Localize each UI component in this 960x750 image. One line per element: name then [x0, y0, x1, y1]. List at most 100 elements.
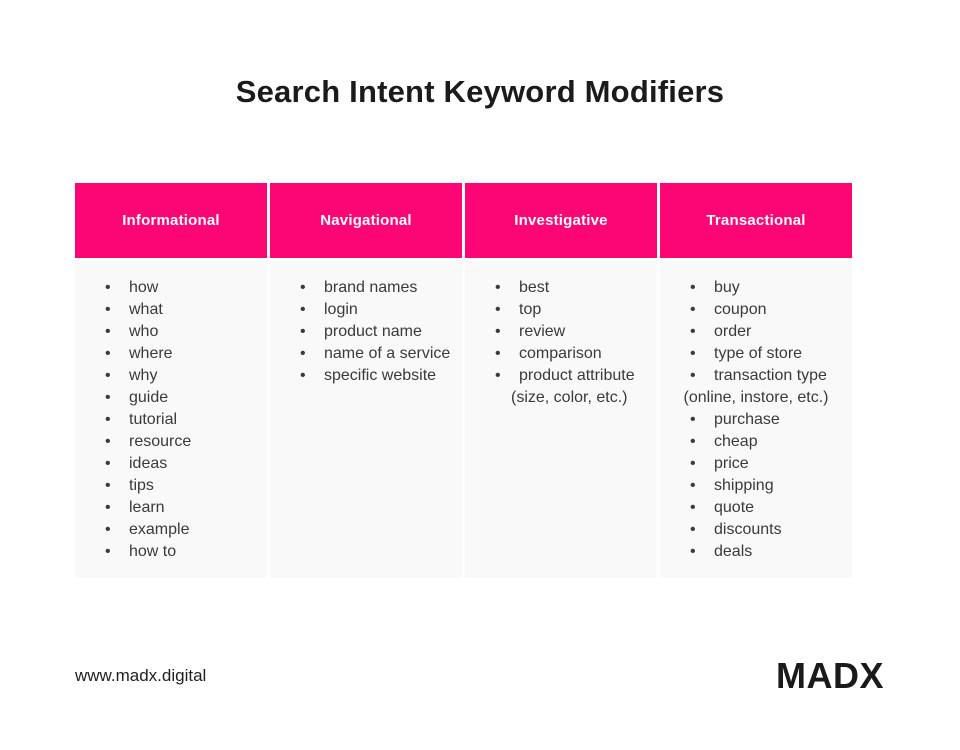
bullet-icon: •: [690, 411, 696, 428]
column-header-investigative: Investigative: [465, 183, 657, 258]
list-item-label: best: [519, 279, 550, 296]
bullet-icon: •: [105, 411, 111, 428]
list-item-label: order: [714, 323, 752, 340]
list-item-label: tips: [129, 477, 154, 494]
list-item: •order: [690, 321, 846, 343]
bullet-icon: •: [300, 301, 306, 318]
list-item: • review: [495, 321, 651, 343]
list-item: •why: [105, 365, 261, 387]
keyword-table: Informational •how•what•who•where•why•gu…: [75, 183, 852, 578]
bullet-icon: •: [105, 521, 111, 538]
list-item-label: comparison: [519, 345, 602, 362]
bullet-icon: •: [105, 301, 111, 318]
list-item: • top: [495, 299, 651, 321]
bullet-icon: •: [690, 455, 696, 472]
list-item: •discounts: [690, 519, 846, 541]
list-item: •who: [105, 321, 261, 343]
bullet-icon: •: [495, 367, 501, 384]
list-item: •tips: [105, 475, 261, 497]
list-item-label: purchase: [714, 411, 780, 428]
column-transactional: Transactional •buy•coupon•order•type of …: [660, 183, 852, 578]
list-item: • product attribute (size, color, etc.): [495, 365, 651, 409]
bullet-icon: •: [105, 455, 111, 472]
column-body-navigational: •brand names•login•product name•name of …: [270, 260, 462, 578]
keyword-list-informational: •how•what•who•where•why•guide•tutorial•r…: [75, 260, 267, 563]
list-item-label: top: [519, 301, 542, 318]
list-item: • login: [300, 299, 456, 321]
list-item-label: ideas: [129, 455, 168, 472]
bullet-icon: •: [690, 499, 696, 516]
bullet-icon: •: [105, 345, 111, 362]
list-item: • how: [105, 277, 261, 299]
bullet-icon: •: [690, 367, 696, 384]
bullet-icon: •: [690, 433, 696, 450]
column-header-transactional: Transactional: [660, 183, 852, 258]
bullet-icon: •: [105, 279, 111, 296]
keyword-list-navigational: •brand names•login•product name•name of …: [270, 260, 462, 387]
bullet-icon: •: [300, 367, 306, 384]
list-item-label: why: [129, 367, 158, 384]
bullet-icon: •: [690, 477, 696, 494]
madx-logo: MADX: [776, 655, 884, 696]
bullet-icon: •: [690, 543, 696, 560]
list-item: • where: [105, 343, 261, 365]
keyword-list-investigative: •best • top • review • comparison • product attr…: [465, 260, 657, 409]
list-item: • deals: [690, 541, 846, 563]
bullet-icon: •: [300, 279, 306, 296]
list-item: • brand names: [300, 277, 456, 299]
list-item: •transaction type(online, instore, etc.): [684, 365, 846, 409]
list-item-note: (online, instore, etc.): [683, 389, 829, 406]
list-item-label: guide: [129, 389, 169, 406]
column-investigative: Investigative •best•top•review•compariso…: [465, 183, 657, 578]
list-item-label: deals: [714, 543, 753, 560]
page-title: Search Intent Keyword Modifiers: [235, 74, 725, 109]
list-item: •product name: [300, 321, 456, 343]
list-item-note: (size, color, etc.): [511, 389, 628, 406]
list-item: • purchase: [690, 409, 846, 431]
list-item-label: review: [519, 323, 566, 340]
bullet-icon: •: [690, 345, 696, 362]
list-item: • resource: [105, 431, 261, 453]
list-item-label: tutorial: [129, 411, 178, 428]
list-item-label: login: [324, 301, 358, 318]
list-item: •coupon: [690, 299, 846, 321]
bullet-icon: •: [105, 433, 111, 450]
list-item: • comparison: [495, 343, 651, 365]
list-item: • what: [105, 299, 261, 321]
list-item-label: buy: [714, 279, 740, 296]
column-navigational: Navigational •brand names•login•product …: [270, 183, 462, 578]
list-item: •cheap: [690, 431, 846, 453]
list-item-label: brand names: [324, 279, 418, 296]
list-item-label: price: [714, 455, 749, 472]
bullet-icon: •: [495, 323, 501, 340]
list-item-label: product attribute: [519, 367, 635, 384]
bullet-icon: •: [300, 345, 306, 362]
list-item: •best: [495, 277, 651, 299]
list-item: • ideas: [105, 453, 261, 475]
list-item: •buy: [690, 277, 846, 299]
column-body-informational: •how•what•who•where•why•guide•tutorial•r…: [75, 260, 267, 578]
list-item: • example: [105, 519, 261, 541]
list-item-label: what: [129, 301, 163, 318]
list-item: • tutorial: [105, 409, 261, 431]
list-item-label: name of a service: [324, 345, 451, 362]
footer: www.madx.digital MADX: [75, 655, 884, 696]
list-item-label: quote: [714, 499, 755, 516]
column-informational: Informational •how•what•who•where•why•gu…: [75, 183, 267, 578]
bullet-icon: •: [105, 323, 111, 340]
list-item-label: specific website: [324, 367, 437, 384]
list-item-label: resource: [129, 433, 192, 450]
list-item-label: type of store: [714, 345, 803, 362]
bullet-icon: •: [495, 345, 501, 362]
bullet-icon: •: [300, 323, 306, 340]
list-item-label: example: [129, 521, 190, 538]
bullet-icon: •: [495, 301, 501, 318]
bullet-icon: •: [690, 521, 696, 538]
list-item-label: where: [129, 345, 173, 362]
list-item-label: how: [129, 279, 159, 296]
bullet-icon: •: [105, 543, 111, 560]
list-item: •shipping: [690, 475, 846, 497]
bullet-icon: •: [105, 499, 111, 516]
list-item: • price: [690, 453, 846, 475]
